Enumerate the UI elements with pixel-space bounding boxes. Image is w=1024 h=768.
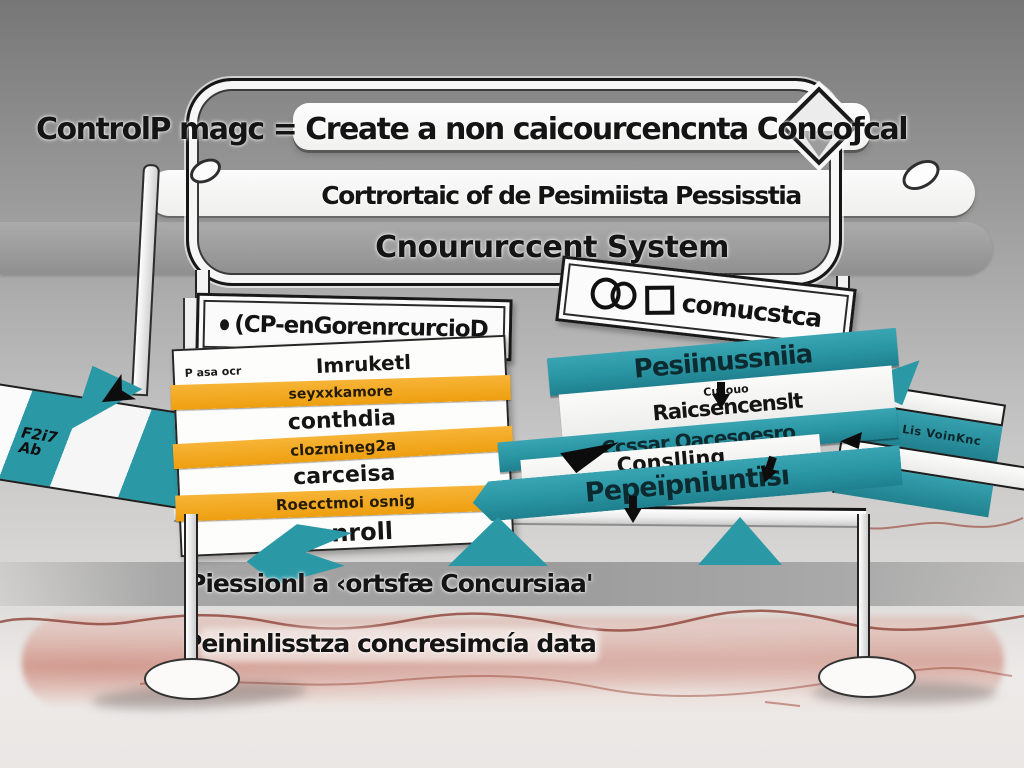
caption-band [0,562,1024,606]
bullet-icon [220,318,230,330]
page-subtitle: Cortrortaic of de Pesimiista Pessisstia [321,181,802,210]
caption-line1: Piessionl a ‹ortsfæ Concursiaa' [188,569,594,598]
band-title: Cnoururccent System [375,230,729,265]
left-sign-hanger [195,270,210,300]
subtitle-strip [147,170,975,216]
right-pole-foot [818,656,916,698]
right-pole [857,514,870,668]
rounded-frame [186,78,842,286]
caption-line2: Peininlisstza concresimcía data [184,629,597,658]
right-sign-label: comucstca [680,287,823,333]
left-banner-text: F2i7 Ab [18,423,59,460]
down-arrow-icon [624,496,642,523]
down-arrow-icon [712,382,730,409]
left-panel: P asa ocr Imruketl seyxxkamore conthdia … [170,334,516,558]
left-pole-foot [144,658,240,700]
square-icon [645,285,675,315]
panel-corner-label: P asa ocr [184,364,242,380]
page-title: ControlP magc = Create a non caicourcenc… [36,112,908,147]
title-strip [293,103,870,150]
caption-highlight [200,628,600,662]
left-pole [184,514,198,672]
